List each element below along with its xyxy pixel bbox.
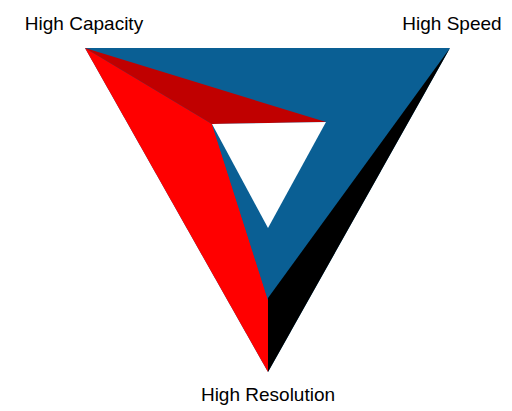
dark-red-face: [85, 48, 326, 124]
black-face: [268, 48, 450, 372]
blue-face: [85, 48, 450, 372]
corner-label: High Resolution: [201, 385, 335, 406]
inner-hole: [212, 122, 326, 228]
corner-label: High Speed: [402, 14, 501, 35]
corner-label: High Capacity: [25, 14, 143, 35]
